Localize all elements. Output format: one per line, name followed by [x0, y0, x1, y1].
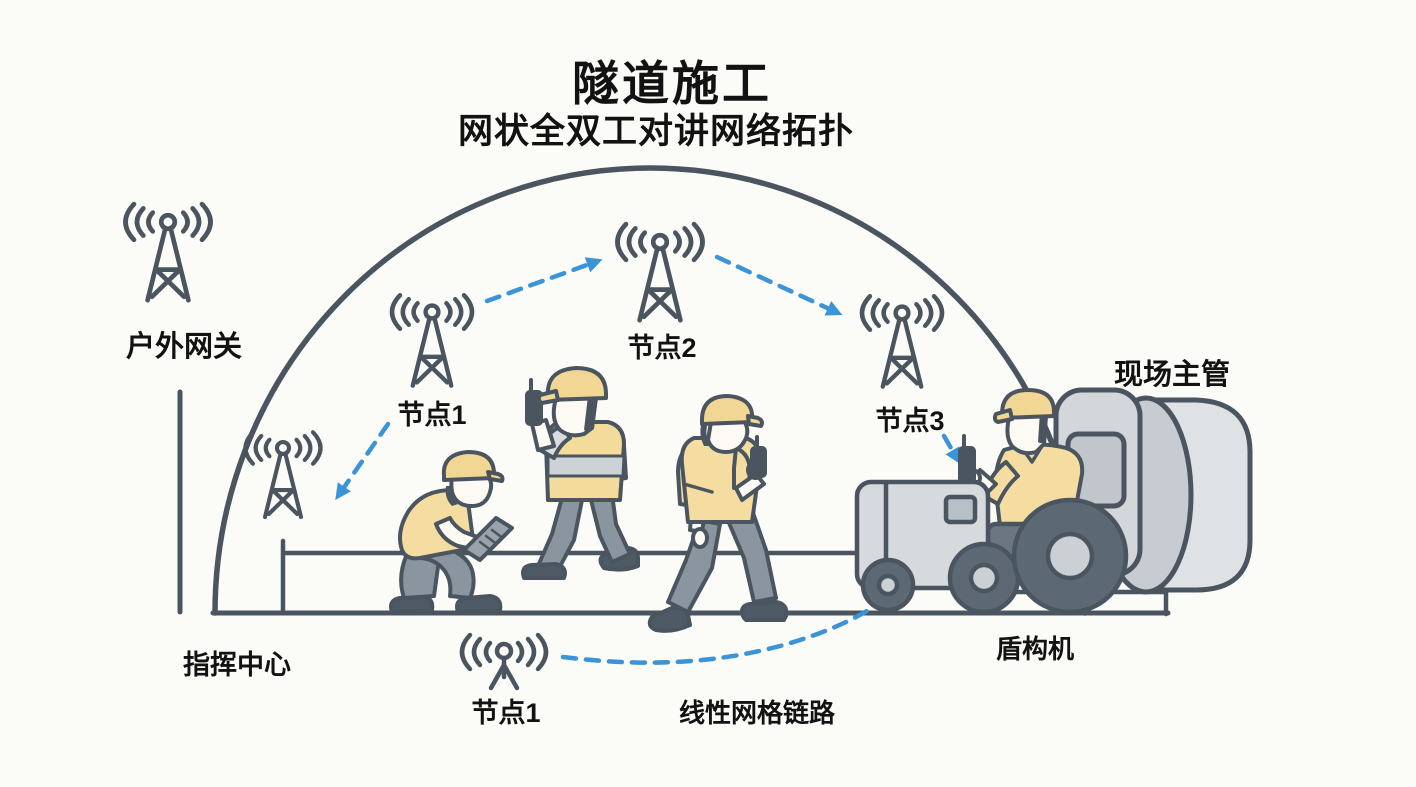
node1-upper-label: 节点1 — [397, 400, 466, 430]
page-title: 隧道施工 — [572, 57, 772, 110]
walkie-talkie — [750, 446, 767, 478]
command-center-label: 指挥中心 — [183, 650, 291, 680]
worker-walking-vest — [521, 366, 640, 580]
page-subtitle: 网状全双工对讲网络拓扑 — [458, 111, 854, 151]
link-node1-to-node2 — [484, 257, 603, 304]
node1-lower-label: 节点1 — [471, 698, 540, 728]
node3-label: 节点3 — [875, 406, 944, 436]
link-node2-to-node3 — [714, 254, 843, 316]
hard-hat — [1000, 388, 1056, 420]
hard-hat — [441, 450, 496, 482]
hard-hat — [545, 366, 608, 402]
node2-label: 节点2 — [627, 333, 696, 363]
link-node3-to-supervisor — [941, 433, 961, 465]
link-node1-to-entrance — [335, 421, 391, 500]
worker-walking-yellow — [647, 394, 789, 633]
worker-kneeling — [389, 450, 514, 614]
linear-mesh-link-label: 线性网格链路 — [679, 698, 836, 728]
link-linear-mesh — [560, 589, 897, 665]
walkie-talkie — [958, 446, 976, 484]
shield-machine-drum — [1053, 387, 1253, 595]
shield-machine-label: 盾构机 — [996, 634, 1074, 664]
outdoor-gateway-label: 户外网关 — [126, 329, 242, 363]
site-supervisor-label: 现场主管 — [1114, 357, 1230, 391]
mesh-links — [335, 254, 961, 665]
tractor-vehicle — [854, 479, 1129, 615]
hard-hat — [700, 394, 755, 426]
